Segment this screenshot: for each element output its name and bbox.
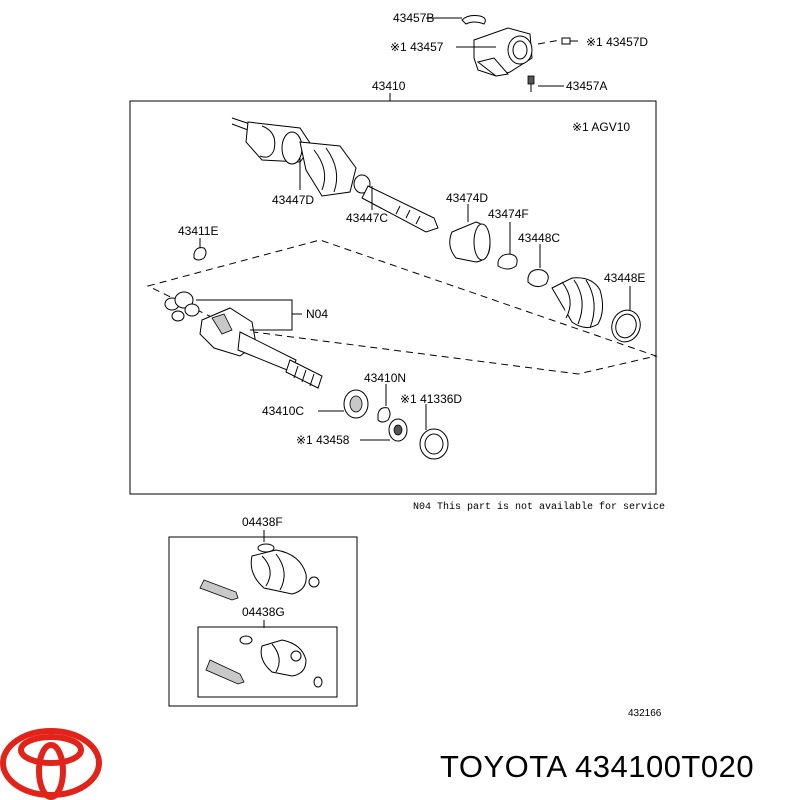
label-43457: ※1 43457	[390, 40, 444, 54]
inner-cv-joint	[199, 307, 323, 389]
label-43410C: 43410C	[262, 404, 304, 418]
seal-41336D	[419, 428, 449, 460]
bearing-43458	[388, 418, 408, 442]
snap-ring-43410N	[377, 407, 391, 423]
label-43457B: 43457B	[393, 11, 434, 25]
label-43474D: 43474D	[446, 191, 488, 205]
diagram-code: 432166	[628, 708, 662, 719]
outer-cv-joint	[231, 117, 439, 233]
bearing-43410C	[343, 389, 369, 419]
assembly-frame	[129, 100, 657, 495]
label-43447D: 43447D	[272, 193, 314, 207]
boot-clamp-large	[611, 309, 641, 343]
label-43474F: 43474F	[488, 207, 529, 221]
boot-kit-frame	[168, 536, 358, 707]
inner-boot	[551, 277, 604, 329]
label-41336D: ※1 41336D	[400, 392, 462, 406]
label-43411E: 43411E	[178, 224, 218, 238]
boot-clamp-small	[527, 269, 549, 288]
label-agv10: ※1 AGV10	[572, 120, 630, 134]
brand-part-number: TOYOTA 434100T020	[440, 749, 754, 784]
label-43458: ※1 43458	[296, 433, 350, 447]
label-43457D: ※1 43457D	[586, 35, 648, 49]
boot-kit-04438F	[199, 543, 320, 601]
label-43448E: 43448E	[604, 271, 645, 285]
dynamic-damper	[449, 221, 491, 263]
boot-kit-04438G	[205, 635, 323, 688]
label-43447C: 43447C	[346, 211, 388, 225]
label-43410N: 43410N	[364, 371, 406, 385]
toyota-logo	[0, 728, 102, 800]
snap-ring-43411E	[193, 247, 207, 261]
bracket-assembly	[461, 15, 578, 92]
boot-kit-inner-frame	[197, 626, 338, 698]
damper-clamp	[497, 253, 518, 270]
label-43457A: 43457A	[566, 79, 607, 93]
label-43410: 43410	[372, 79, 406, 93]
availability-note: N04 This part is not available for servi…	[413, 501, 665, 513]
tripod-joint	[164, 291, 200, 322]
label-04438F: 04438F	[242, 515, 283, 529]
label-43448C: 43448C	[518, 231, 560, 245]
label-04438G: 04438G	[242, 605, 285, 619]
label-n04: N04	[306, 307, 328, 321]
